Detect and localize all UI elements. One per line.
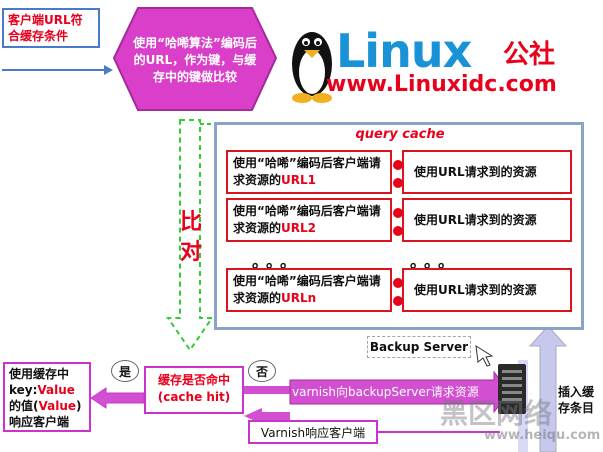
- watermark-text: 黑区网络: [440, 397, 553, 430]
- logo-wordmark: Linux: [336, 24, 472, 78]
- cache-key-cell: 使用“哈唏”编码后客户端请求资源的URL2: [226, 198, 392, 242]
- server-icon: [498, 364, 526, 414]
- cache-key-suffix: URLn: [281, 291, 317, 305]
- logo-cn: 公社: [503, 40, 556, 70]
- cache-key-suffix: URL2: [281, 221, 316, 235]
- hash-step-label: 使用“哈唏算法”编码后的URL，作为键，与缓存中的键做比较: [133, 35, 257, 84]
- cache-value-cell: 使用URL请求到的资源: [402, 150, 572, 194]
- logo-url: www.Linuxidc.com: [326, 72, 557, 97]
- respond-key: key:: [9, 383, 38, 397]
- varnish-request-label: varnish向backupServer请求资源: [292, 385, 479, 399]
- compare-arrow: [166, 119, 214, 352]
- hash-hexagon: [112, 7, 278, 111]
- cache-hit-label: 缓存是否命中(cache hit): [157, 373, 231, 404]
- cache-value-cell: 使用URL请求到的资源: [402, 268, 572, 312]
- no-label: 否: [255, 364, 268, 379]
- respond-value-word: Value: [37, 383, 75, 397]
- cache-hit-decision-box: 缓存是否命中(cache hit): [144, 366, 244, 414]
- client-url-cacheable-label: 客户端URL符合缓存条件: [8, 13, 83, 43]
- no-arrow: [244, 380, 300, 400]
- respond-line3-post: ): [76, 399, 82, 413]
- respond-line4: 响应客户端: [9, 415, 70, 429]
- cache-value-cell: 使用URL请求到的资源: [402, 198, 572, 242]
- compare-label: 比对: [180, 210, 203, 265]
- cache-key-text: 使用“哈唏”编码后客户端请求资源的: [233, 156, 381, 187]
- cache-dot: [393, 296, 403, 306]
- cache-dot: [393, 278, 403, 288]
- cache-dot: [393, 208, 403, 218]
- respond-line1: 使用缓存中: [9, 367, 70, 381]
- yes-badge: 是: [111, 360, 139, 382]
- insert-cache-entry-label: 插入缓存条目: [558, 385, 595, 415]
- cache-key-suffix: URL1: [281, 173, 316, 187]
- varnish-respond-box: Varnish响应客户端: [248, 420, 378, 444]
- respond-value-word: Value: [38, 399, 77, 413]
- insert-arrow: [528, 325, 568, 452]
- cache-key-cell: 使用“哈唏”编码后客户端请求资源的URL1: [226, 150, 392, 194]
- cache-value-text: 使用URL请求到的资源: [414, 164, 537, 179]
- cache-dot: [393, 226, 403, 236]
- cache-value-text: 使用URL请求到的资源: [414, 212, 537, 227]
- watermark-url: www.heiqu.com: [484, 428, 601, 443]
- cache-dot: [393, 178, 403, 188]
- yes-arrow: [90, 387, 145, 409]
- key-ellipsis: 。。。: [252, 252, 303, 271]
- cache-key-text: 使用“哈唏”编码后客户端请求资源的: [233, 274, 381, 305]
- tux-penguin-icon: [292, 32, 332, 103]
- cache-key-cell: 使用“哈唏”编码后客户端请求资源的URLn: [226, 268, 392, 312]
- backup-server-label: Backup Server: [367, 336, 471, 358]
- respond-line3-pre: 的值(: [9, 399, 39, 413]
- cache-dot: [393, 160, 403, 170]
- value-ellipsis: 。。。: [410, 252, 461, 271]
- cache-key-text: 使用“哈唏”编码后客户端请求资源的: [233, 204, 381, 235]
- hash-step-text: 使用“哈唏算法”编码后的URL，作为键，与缓存中的键做比较: [118, 14, 272, 106]
- varnish-respond-label: Varnish响应客户端: [260, 425, 366, 440]
- client-url-cacheable-box: 客户端URL符合缓存条件: [2, 8, 100, 48]
- no-badge: 否: [248, 360, 276, 382]
- respond-with-cache-box: 使用缓存中 key:Value 的值(Value) 响应客户端: [3, 362, 91, 432]
- mouse-cursor-icon: [475, 345, 494, 367]
- cache-value-text: 使用URL请求到的资源: [414, 282, 537, 297]
- yes-label: 是: [118, 364, 131, 379]
- query-cache-title: query cache: [355, 127, 445, 142]
